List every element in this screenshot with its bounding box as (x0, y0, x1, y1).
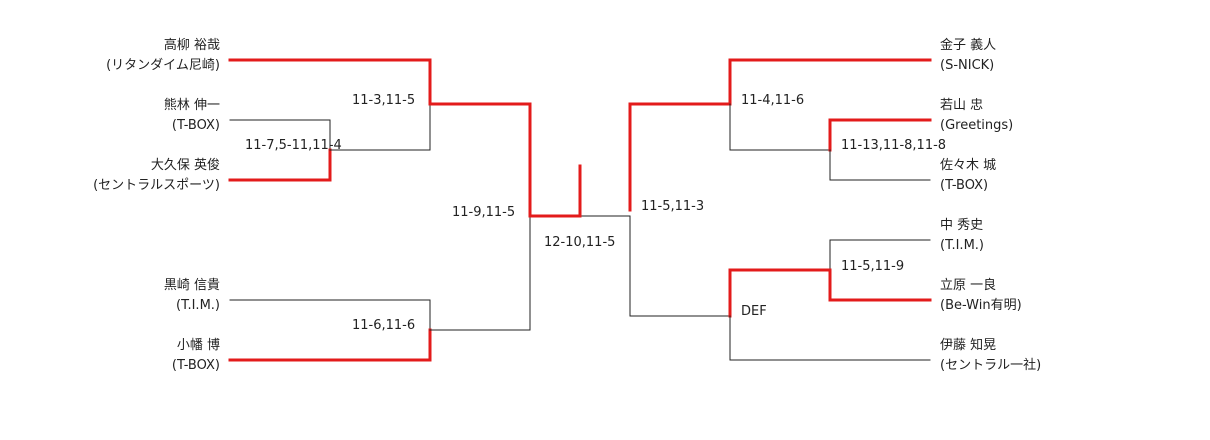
right-p6-team: (セントラル一社) (940, 357, 1041, 373)
right-p5-name: 立原 一良 (940, 277, 996, 293)
left-p4-name: 黒崎 信貴 (164, 278, 220, 293)
right-p4-name: 中 秀史 (940, 218, 983, 233)
right-player-labels: 金子 義人 (S-NICK) 若山 忠 (Greetings) 佐々木 城 (T… (940, 37, 1041, 373)
left-bracket-lines (228, 58, 582, 362)
score-right-r2b: DEF (741, 304, 767, 319)
right-p3-name: 佐々木 城 (940, 158, 996, 173)
score-left-r1: 11-7,5-11,11-4 (245, 138, 342, 153)
final-lines (578, 164, 631, 218)
left-p3-team: (セントラルスポーツ) (93, 178, 220, 193)
right-p4-team: (T.I.M.) (940, 238, 984, 253)
left-player-labels: 高柳 裕哉 (リタンダイム尼崎) 熊林 伸一 (T-BOX) 大久保 英俊 (セ… (93, 37, 220, 373)
score-left-r2b: 11-6,11-6 (352, 318, 415, 333)
right-p2-team: (Greetings) (940, 118, 1013, 133)
left-p4-team: (T.I.M.) (176, 298, 220, 313)
match-scores: 11-7,5-11,11-4 11-3,11-5 11-6,11-6 11-9,… (245, 93, 946, 333)
right-p2-name: 若山 忠 (940, 97, 983, 113)
score-right-r1a: 11-13,11-8,11-8 (841, 138, 946, 153)
right-p3-team: (T-BOX) (940, 178, 988, 193)
score-right-semi: 11-5,11-3 (641, 199, 704, 214)
left-p2-team: (T-BOX) (172, 118, 220, 133)
right-bracket-lines (628, 58, 932, 361)
score-right-r1b: 11-5,11-9 (841, 259, 904, 274)
score-right-r2a: 11-4,11-6 (741, 93, 804, 108)
right-p6-name: 伊藤 知晃 (940, 337, 996, 353)
left-p2-name: 熊林 伸一 (164, 97, 220, 113)
score-left-semi: 11-9,11-5 (452, 205, 515, 220)
right-p1-name: 金子 義人 (940, 37, 996, 53)
left-p5-name: 小幡 博 (177, 338, 220, 353)
right-p1-team: (S-NICK) (940, 58, 994, 73)
score-left-r2a: 11-3,11-5 (352, 93, 415, 108)
left-p1-name: 高柳 裕哉 (164, 37, 220, 53)
right-p5-team: (Be-Win有明) (940, 298, 1022, 313)
score-final: 12-10,11-5 (544, 235, 615, 250)
left-p3-name: 大久保 英俊 (151, 158, 220, 173)
left-p1-team: (リタンダイム尼崎) (106, 58, 220, 73)
left-p5-team: (T-BOX) (172, 358, 220, 373)
